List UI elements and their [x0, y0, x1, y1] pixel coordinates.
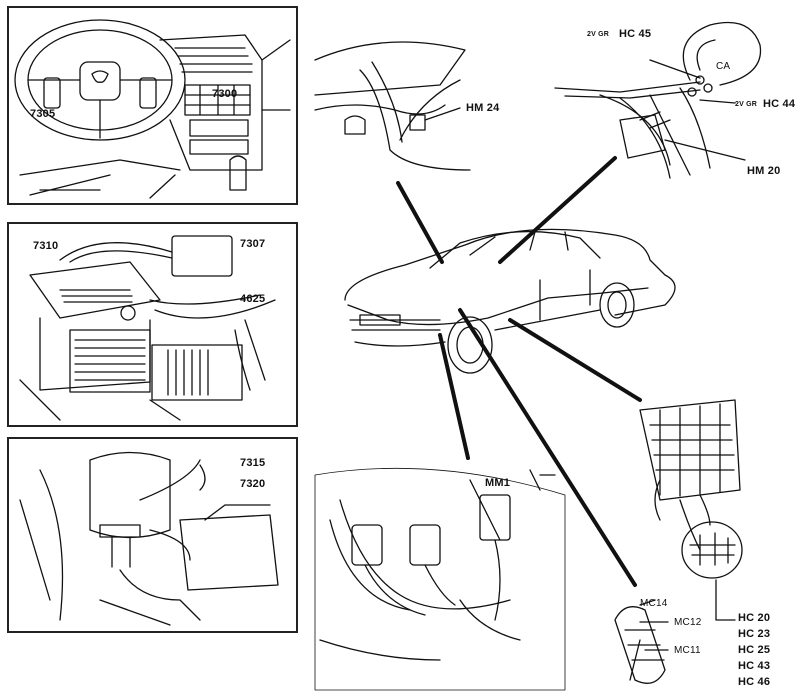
dashboard-centre-console [20, 35, 290, 198]
label-hc45: HC 45 [619, 28, 652, 40]
label-7320: 7320 [240, 478, 266, 490]
label-mc11: MC11 [674, 645, 701, 656]
label-mc12: MC12 [674, 617, 702, 628]
label-hc44-prefix: 2V GR [735, 101, 758, 108]
label-hc25: HC 25 [738, 644, 771, 656]
label-mc14: MC14 [640, 598, 668, 609]
label-hc45-prefix: 2V GR [587, 31, 610, 38]
label-hm24: HM 24 [466, 102, 500, 114]
mm1-detail-drawing [315, 468, 565, 690]
hc45-detail-drawing [555, 23, 761, 179]
label-7307: 7307 [240, 238, 266, 250]
label-7305: 7305 [30, 108, 56, 120]
steering-wheel-drawing [15, 20, 185, 140]
ecu-drawing [20, 236, 275, 420]
fusebox-detail-drawing [640, 400, 742, 620]
actuator-drawing [20, 453, 278, 626]
mc-detail-drawing [615, 600, 668, 683]
label-hc23: HC 23 [738, 628, 771, 640]
label-hc20: HC 20 [738, 612, 771, 624]
car-drawing [345, 229, 675, 373]
label-hm20: HM 20 [747, 165, 781, 177]
label-ca: CA [716, 61, 731, 72]
label-4625: 4625 [240, 293, 266, 305]
label-hc44: HC 44 [763, 98, 796, 110]
label-hc46: HC 46 [738, 676, 771, 688]
label-mm1: MM1 [485, 477, 511, 489]
label-hc43: HC 43 [738, 660, 771, 672]
label-7315: 7315 [240, 457, 266, 469]
hm24-detail-drawing [315, 42, 470, 170]
label-7300: 7300 [212, 88, 238, 100]
label-7310: 7310 [33, 240, 59, 252]
